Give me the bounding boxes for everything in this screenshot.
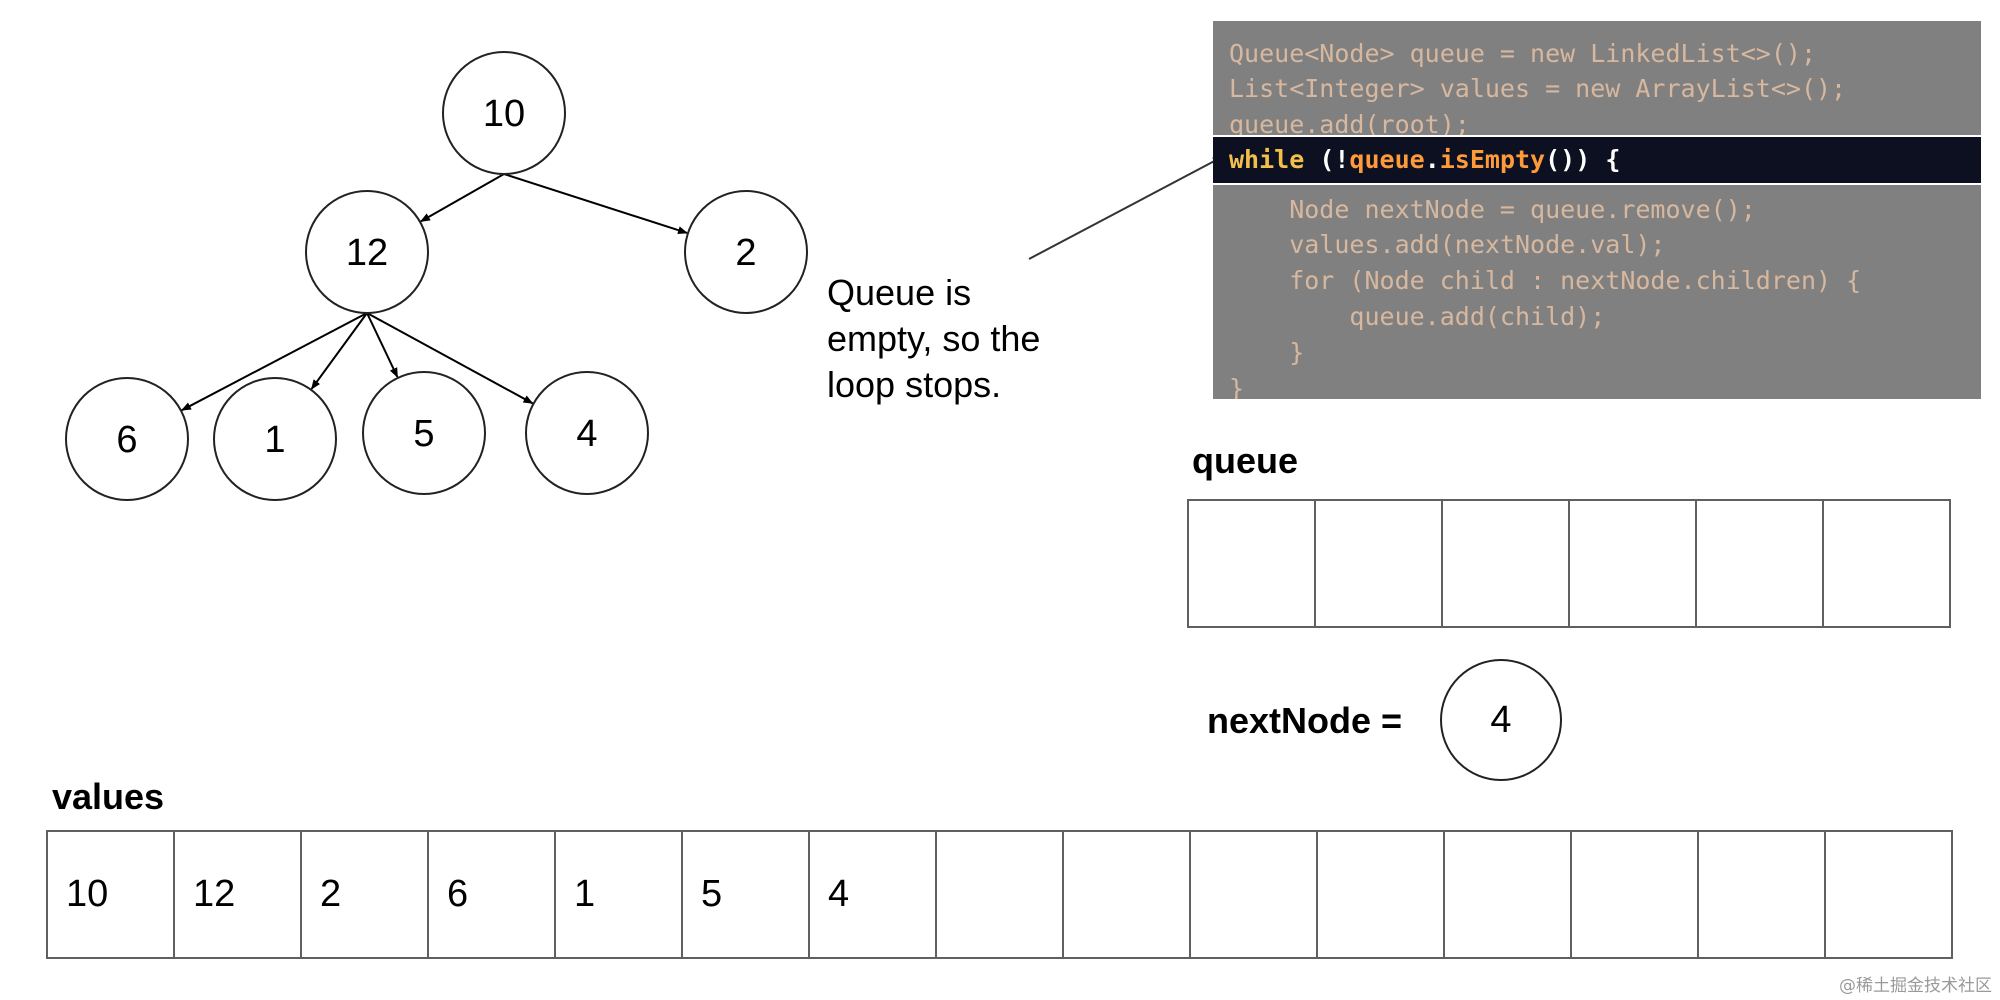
tree-edge-n12-n1	[310, 312, 368, 390]
tree-node-circle	[65, 377, 189, 501]
tree-node-label: 10	[483, 93, 525, 135]
code-line: Queue<Node> queue = new LinkedList<>();	[1229, 39, 1816, 68]
values-cell: 6	[427, 830, 556, 959]
code-panel: Queue<Node> queue = new LinkedList<>(); L…	[1213, 21, 1981, 399]
code-line: }	[1229, 338, 1305, 367]
values-cell: 12	[173, 830, 302, 959]
tree-edge-n12-n5	[366, 312, 399, 378]
tree-node-4: 4	[525, 371, 649, 495]
code-line-highlighted: while (!queue.isEmpty()) {	[1213, 135, 1981, 185]
values-cell	[1189, 830, 1318, 959]
queue-cell	[1441, 499, 1570, 628]
tree-node-label: 4	[576, 413, 597, 455]
code-line: queue.add(child);	[1229, 302, 1606, 331]
tree-node-6: 6	[65, 377, 189, 501]
values-cell: 10	[46, 830, 175, 959]
tree-node-circle	[305, 190, 429, 314]
tree-node-circle	[525, 371, 649, 495]
queue-array	[1187, 499, 1951, 628]
values-label: values	[52, 776, 165, 817]
queue-cell	[1314, 499, 1443, 628]
queue-cell	[1568, 499, 1697, 628]
tree-node-5: 5	[362, 371, 486, 495]
queue-cell	[1695, 499, 1824, 628]
tree-node-label: 1	[264, 419, 285, 461]
tree-diagram: 10 12 2 6 1 5 4	[65, 51, 808, 501]
code-line: values.add(nextNode.val);	[1229, 230, 1666, 259]
values-cell	[935, 830, 1064, 959]
tree-node-label: 2	[735, 232, 756, 274]
values-cell	[1062, 830, 1191, 959]
values-cell	[1443, 830, 1572, 959]
code-line: queue.add(root);	[1229, 110, 1470, 139]
values-cell: 1	[554, 830, 683, 959]
values-cell	[1570, 830, 1699, 959]
tree-node-label: 12	[346, 232, 388, 274]
tree-edge-n12-n6	[181, 312, 368, 412]
tree-node-circle	[442, 51, 566, 175]
values-cell: 2	[300, 830, 429, 959]
tree-node-1: 1	[213, 377, 337, 501]
tree-node-2: 2	[684, 190, 808, 314]
code-line: Node nextNode = queue.remove();	[1229, 195, 1756, 224]
tree-edge-n10-n12	[420, 173, 505, 223]
watermark: @稀土掘金技术社区	[1839, 976, 1992, 996]
next-node-label: nextNode =	[1207, 700, 1403, 741]
tree-edge-n12-n4	[366, 312, 534, 405]
values-cell	[1316, 830, 1445, 959]
next-node-circle: 4	[1440, 659, 1562, 781]
code-line: for (Node child : nextNode.children) {	[1229, 266, 1862, 295]
tree-node-label: 5	[413, 413, 434, 455]
annotation-pointer-line	[1028, 156, 1223, 260]
tree-node-12: 12	[305, 190, 429, 314]
annotation-text: Queue is empty, so the loop stops.	[827, 272, 1041, 405]
tree-edge-n10-n2	[503, 173, 688, 235]
values-cell	[1824, 830, 1953, 959]
tree-node-circle	[362, 371, 486, 495]
code-line: }	[1229, 374, 1245, 399]
queue-cell	[1822, 499, 1951, 628]
tree-node-label: 6	[116, 419, 137, 461]
values-cell: 4	[808, 830, 937, 959]
values-cell: 5	[681, 830, 810, 959]
queue-cell	[1187, 499, 1316, 628]
tree-node-circle	[684, 190, 808, 314]
code-line: List<Integer> values = new ArrayList<>()…	[1229, 74, 1847, 103]
queue-label: queue	[1192, 440, 1299, 481]
tree-node-circle	[213, 377, 337, 501]
tree-node-10: 10	[442, 51, 566, 175]
values-cell	[1697, 830, 1826, 959]
